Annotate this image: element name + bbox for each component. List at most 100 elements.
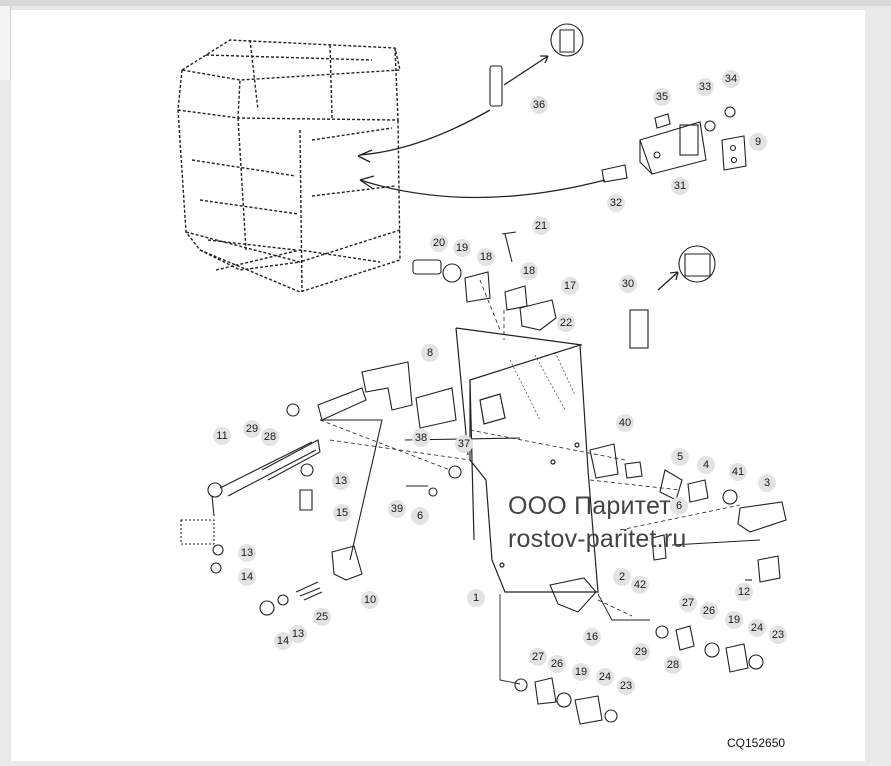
callout-label: 41 (732, 466, 744, 478)
callout-bubble (421, 344, 439, 362)
callout-c17: 17 (561, 277, 579, 295)
callout-label: 3 (764, 477, 770, 489)
callout-label: 10 (364, 594, 376, 606)
viewer-top-border (0, 0, 891, 6)
exploded-door-diagram: 3635333493132212019181817223082928384011… (177, 23, 787, 725)
callout-c41: 41 (729, 463, 747, 481)
callout-c10: 10 (361, 591, 379, 609)
callout-label: 38 (415, 432, 427, 444)
callout-bubble (561, 277, 579, 295)
callout-bubble (696, 78, 714, 96)
callout-bubble (333, 504, 351, 522)
callout-bubble (453, 239, 471, 257)
callout-bubble (671, 177, 689, 195)
callout-label: 22 (560, 317, 572, 329)
callout-bubble (213, 427, 231, 445)
callout-bubble (530, 96, 548, 114)
callout-c38: 38 (412, 429, 430, 447)
callout-bubble (243, 420, 261, 438)
callout-bubble (467, 589, 485, 607)
callout-bubble (722, 70, 740, 88)
callout-label: 14 (241, 571, 253, 583)
callout-c23b: 23 (769, 626, 787, 644)
callout-label: 24 (599, 671, 611, 683)
callout-label: 9 (755, 136, 761, 148)
callout-c36: 36 (530, 96, 548, 114)
callout-label: 20 (433, 237, 445, 249)
part-36-seal (489, 65, 503, 107)
callout-c32: 32 (607, 194, 625, 212)
callout-bubble (632, 643, 650, 661)
handle-parts-top (412, 231, 557, 331)
callout-label: 13 (241, 547, 253, 559)
callout-label: 26 (551, 658, 563, 670)
callout-label: 26 (703, 605, 715, 617)
callout-label: 6 (417, 510, 423, 522)
callout-c40: 40 (616, 414, 634, 432)
callout-bubble (548, 655, 566, 673)
callout-c24b: 24 (748, 619, 766, 637)
callout-c23a: 23 (617, 677, 635, 695)
callout-label: 19 (728, 614, 740, 626)
callout-bubble (631, 576, 649, 594)
callout-c19b: 19 (572, 663, 590, 681)
callout-c34: 34 (722, 70, 740, 88)
callout-bubble (616, 414, 634, 432)
callout-label: 33 (699, 81, 711, 93)
callout-label: 37 (458, 438, 470, 450)
callout-c22: 22 (557, 314, 575, 332)
callout-bubble (700, 602, 718, 620)
viewer-left-strip (0, 6, 11, 80)
callout-c15: 15 (333, 504, 351, 522)
callout-c4: 4 (697, 456, 715, 474)
callout-bubble (613, 568, 631, 586)
callout-c30: 30 (619, 275, 637, 293)
callout-label: 19 (575, 666, 587, 678)
callout-label: 19 (456, 242, 468, 254)
callout-bubble (313, 608, 331, 626)
callout-c29a: 29 (243, 420, 261, 438)
callout-c2: 2 (613, 568, 631, 586)
callout-c1: 1 (467, 589, 485, 607)
callout-c28b: 28 (664, 656, 682, 674)
callout-c39: 39 (388, 500, 406, 518)
callout-label: 14 (277, 635, 289, 647)
callout-c26a: 26 (548, 655, 566, 673)
callout-bubble (477, 248, 495, 266)
callout-c13b: 13 (238, 544, 256, 562)
detail-36-section (559, 29, 575, 53)
callout-bubble (430, 234, 448, 252)
callout-label: 28 (667, 659, 679, 671)
callout-bubble (758, 474, 776, 492)
callout-label: 5 (677, 451, 683, 463)
callout-c20: 20 (430, 234, 448, 252)
callout-bubble (532, 217, 550, 235)
callout-label: 23 (620, 680, 632, 692)
callout-bubble (619, 275, 637, 293)
hinge-assembly (601, 106, 747, 183)
callout-label: 35 (656, 91, 668, 103)
callout-label: 24 (751, 622, 763, 634)
callout-label: 18 (523, 265, 535, 277)
callout-c19a: 19 (453, 239, 471, 257)
callout-c14b: 14 (274, 632, 292, 650)
callout-bubble (361, 591, 379, 609)
callout-bubble (289, 625, 307, 643)
callout-bubble (529, 648, 547, 666)
callout-bubble (671, 448, 689, 466)
drawing-code: CQ152650 (727, 736, 786, 750)
callout-label: 25 (316, 611, 328, 623)
callout-label: 16 (586, 631, 598, 643)
callout-c25: 25 (313, 608, 331, 626)
callout-bubble (274, 632, 292, 650)
callout-bubble (411, 507, 429, 525)
callout-c12: 12 (735, 583, 753, 601)
callout-label: 40 (619, 417, 631, 429)
callout-label: 29 (246, 423, 258, 435)
callout-bubble (670, 497, 688, 515)
callout-bubble (596, 668, 614, 686)
detail-circle-top (550, 23, 584, 57)
